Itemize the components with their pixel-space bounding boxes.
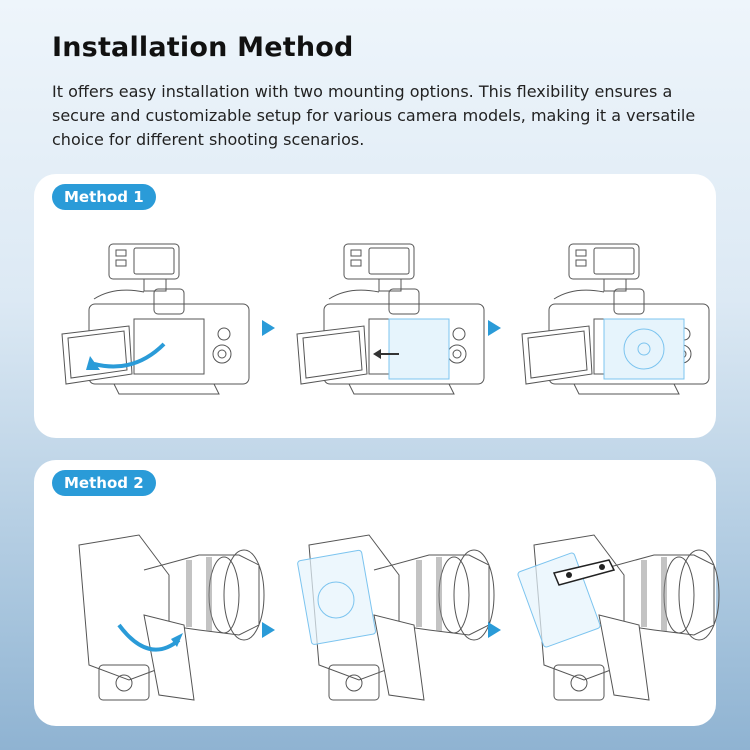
method-1-step-1-illustration (61, 243, 250, 395)
mount-bracket (552, 559, 616, 586)
page-title: Installation Method (52, 32, 354, 63)
next-step-arrow-icon (262, 622, 275, 638)
method-1-panel: Method 1 (34, 174, 716, 438)
method-1-badge: Method 1 (52, 184, 156, 210)
cooler-plate (388, 318, 450, 380)
method-2-step-2-illustration (297, 515, 499, 715)
method-1-step-3-illustration (521, 243, 710, 395)
method-2-panel: Method 2 (34, 460, 716, 726)
cooler-fan (603, 318, 685, 380)
method-2-step-3-illustration (517, 515, 724, 715)
method-2-badge: Method 2 (52, 470, 156, 496)
method-2-step-1-illustration (59, 515, 269, 715)
next-step-arrow-icon (488, 320, 501, 336)
rotate-arrow-icon (117, 623, 181, 652)
cooler (297, 549, 376, 645)
description: It offers easy installation with two mou… (52, 82, 696, 149)
method-1-step-2-illustration (296, 243, 485, 395)
next-step-arrow-icon (262, 320, 275, 336)
rotate-arrow-icon (93, 342, 166, 369)
next-step-arrow-icon (488, 622, 501, 638)
